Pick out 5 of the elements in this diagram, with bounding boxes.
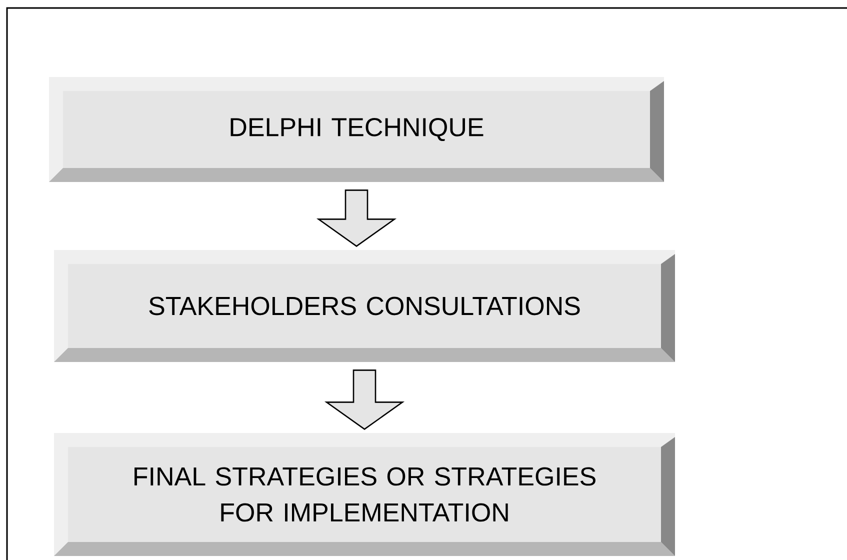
process-box: FINAL STRATEGIES OR STRATEGIES FOR IMPLEMENTATION	[54, 432, 675, 556]
block-arrow	[324, 370, 405, 430]
process-box: DELPHI TECHNIQUE	[49, 77, 664, 182]
process-box: STAKEHOLDERS CONSULTATIONS	[54, 250, 675, 362]
block-arrow	[316, 190, 397, 247]
